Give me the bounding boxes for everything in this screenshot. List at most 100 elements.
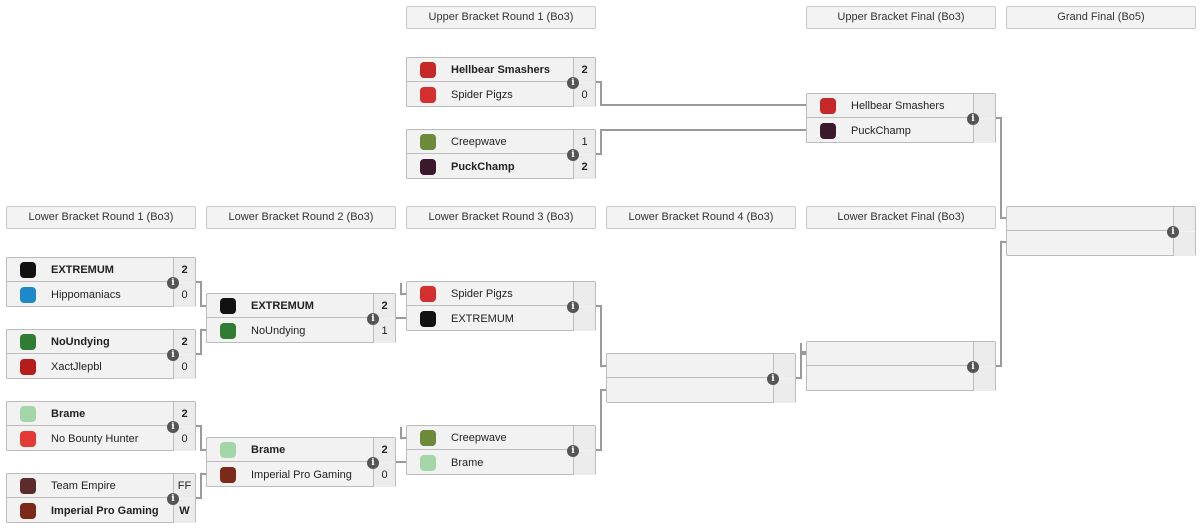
team-row[interactable]: Creepwave 1	[407, 130, 595, 154]
team-name: Hellbear Smashers	[851, 99, 945, 112]
team-row[interactable]: PuckChamp	[807, 119, 995, 143]
team-logo-icon	[17, 430, 39, 448]
match-info-icon[interactable]	[167, 349, 179, 361]
team-row[interactable]: EXTREMUM 2	[7, 258, 195, 282]
team-name: Spider Pigzs	[451, 89, 513, 101]
team-row[interactable]: Imperial Pro Gaming 0	[207, 463, 395, 487]
match-info-icon[interactable]	[167, 421, 179, 433]
match-info-icon[interactable]	[1167, 226, 1179, 238]
connector-line	[196, 329, 206, 355]
match-info-icon[interactable]	[167, 277, 179, 289]
team-score: 2	[573, 58, 595, 82]
match-lb-r1-m3[interactable]: Brame 2 No Bounty Hunter 0	[6, 401, 196, 451]
team-row[interactable]: EXTREMUM 2	[207, 294, 395, 318]
connector-line	[596, 389, 606, 451]
team-score: 0	[173, 427, 195, 451]
match-info-icon[interactable]	[967, 113, 979, 125]
match-lb-r2-m1[interactable]: EXTREMUM 2 NoUndying 1	[206, 293, 396, 343]
team-logo-icon	[617, 382, 639, 400]
team-row[interactable]: Hellbear Smashers	[807, 94, 995, 118]
match-info-icon[interactable]	[367, 457, 379, 469]
team-logo-icon	[17, 286, 39, 304]
match-lb-r3-m1[interactable]: Spider Pigzs EXTREMUM	[406, 281, 596, 331]
match-lb-r1-m4[interactable]: Team Empire FF Imperial Pro Gaming W	[6, 473, 196, 523]
team-row[interactable]: Hippomaniacs 0	[7, 283, 195, 307]
round-header: Upper Bracket Round 1 (Bo3)	[406, 6, 596, 29]
round-header: Lower Bracket Round 1 (Bo3)	[6, 206, 196, 229]
match-info-icon[interactable]	[567, 301, 579, 313]
team-name: EXTREMUM	[451, 313, 514, 325]
team-name: EXTREMUM	[51, 263, 114, 276]
team-name: PuckChamp	[451, 161, 515, 173]
team-row[interactable]: NoUndying 1	[207, 319, 395, 343]
team-logo-icon	[817, 345, 839, 363]
team-score: 0	[173, 283, 195, 307]
match-info-icon[interactable]	[167, 493, 179, 505]
team-score: FF	[173, 474, 195, 498]
team-score	[573, 426, 595, 450]
team-row[interactable]: Spider Pigzs	[407, 282, 595, 306]
team-row[interactable]: XactJlepbl 0	[7, 355, 195, 379]
team-score	[773, 354, 795, 378]
team-name: Brame	[251, 443, 286, 456]
match-lb-r1-m1[interactable]: EXTREMUM 2 Hippomaniacs 0	[6, 257, 196, 307]
team-name: Creepwave	[451, 135, 507, 148]
team-row[interactable]: Hellbear Smashers 2	[407, 58, 595, 82]
team-name: Imperial Pro Gaming	[251, 469, 352, 481]
round-header: Lower Bracket Round 4 (Bo3)	[606, 206, 796, 229]
team-row[interactable]: Team Empire FF	[7, 474, 195, 498]
team-name: NoUndying	[251, 325, 306, 337]
match-lb-r4[interactable]	[606, 353, 796, 403]
team-row[interactable]: EXTREMUM	[407, 307, 595, 331]
match-info-icon[interactable]	[567, 445, 579, 457]
team-row[interactable]	[1007, 232, 1195, 256]
match-grand-final[interactable]	[1006, 206, 1196, 256]
match-lb-r2-m2[interactable]: Brame 2 Imperial Pro Gaming 0	[206, 437, 396, 487]
connector-line	[196, 425, 206, 451]
connector-line	[400, 427, 406, 439]
team-row[interactable]: Creepwave	[407, 426, 595, 450]
team-logo-icon	[17, 358, 39, 376]
team-row[interactable]	[807, 342, 995, 366]
team-row[interactable]: Brame 2	[7, 402, 195, 426]
match-lb-r1-m2[interactable]: NoUndying 2 XactJlepbl 0	[6, 329, 196, 379]
connector-line	[996, 117, 1006, 219]
team-score	[573, 451, 595, 475]
team-row[interactable]: Imperial Pro Gaming W	[7, 499, 195, 523]
match-ub-r1-m2[interactable]: Creepwave 1 PuckChamp 2	[406, 129, 596, 179]
match-info-icon[interactable]	[367, 313, 379, 325]
team-row[interactable]	[607, 354, 795, 378]
team-name: Hippomaniacs	[51, 289, 121, 301]
team-row[interactable]: Spider Pigzs 0	[407, 83, 595, 107]
team-logo-icon	[217, 322, 239, 340]
team-row[interactable]: PuckChamp 2	[407, 155, 595, 179]
match-lb-final[interactable]	[806, 341, 996, 391]
team-row[interactable]	[807, 367, 995, 391]
match-info-icon[interactable]	[567, 77, 579, 89]
round-header: Lower Bracket Round 3 (Bo3)	[406, 206, 596, 229]
match-info-icon[interactable]	[567, 149, 579, 161]
team-row[interactable]: NoUndying 2	[7, 330, 195, 354]
connector-line	[596, 129, 806, 155]
team-row[interactable]: Brame 2	[207, 438, 395, 462]
team-row[interactable]: No Bounty Hunter 0	[7, 427, 195, 451]
team-logo-icon	[17, 261, 39, 279]
team-logo-icon	[217, 441, 239, 459]
team-row[interactable]: Brame	[407, 451, 595, 475]
team-score: 2	[373, 438, 395, 462]
connector-line	[400, 283, 406, 295]
team-logo-icon	[17, 502, 39, 520]
match-ub-final[interactable]: Hellbear Smashers PuckChamp	[806, 93, 996, 143]
team-row[interactable]	[607, 379, 795, 403]
team-logo-icon	[1017, 235, 1039, 253]
team-row[interactable]	[1007, 207, 1195, 231]
team-logo-icon	[417, 61, 439, 79]
match-ub-r1-m1[interactable]: Hellbear Smashers 2 Spider Pigzs 0	[406, 57, 596, 107]
team-logo-icon	[817, 370, 839, 388]
team-logo-icon	[417, 158, 439, 176]
match-info-icon[interactable]	[967, 361, 979, 373]
team-name: Spider Pigzs	[451, 287, 513, 300]
match-info-icon[interactable]	[767, 373, 779, 385]
match-lb-r3-m2[interactable]: Creepwave Brame	[406, 425, 596, 475]
